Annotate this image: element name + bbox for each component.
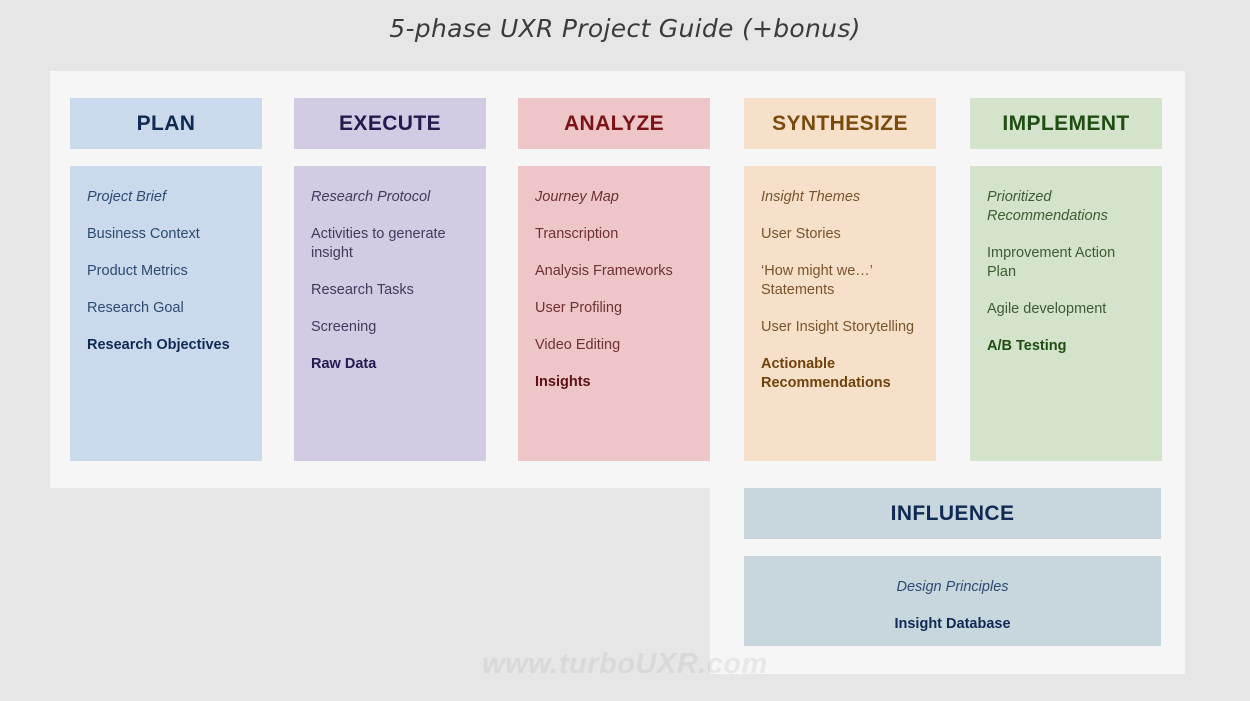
phase-item[interactable]: Raw Data (311, 356, 377, 372)
phase-item[interactable]: Research Goal (87, 300, 184, 316)
phase-body-influence: Design Principles Insight Database (744, 556, 1161, 646)
phase-item[interactable]: Journey Map (535, 189, 619, 205)
phase-header-analyze[interactable]: ANALYZE (518, 98, 710, 149)
phase-item[interactable]: User Profiling (535, 300, 623, 316)
phase-body-execute: Research Protocol Activities to generate… (294, 166, 486, 461)
phase-body-implement: Prioritized Recommendations Improvement … (970, 166, 1162, 461)
phase-item[interactable]: ‘How might we…’ Statements (761, 263, 873, 298)
phase-item[interactable]: User Stories (761, 226, 841, 242)
phase-body-plan: Project Brief Business Context Product M… (70, 166, 262, 461)
phase-item[interactable]: Improvement Action Plan (987, 245, 1116, 280)
phase-item[interactable]: Activities to generate insight (311, 226, 446, 261)
phase-item[interactable]: User Insight Storytelling (761, 319, 915, 335)
phase-item[interactable]: Insight Database (894, 616, 1011, 632)
phase-header-execute[interactable]: EXECUTE (294, 98, 486, 149)
phase-header-implement[interactable]: IMPLEMENT (970, 98, 1162, 149)
phase-item[interactable]: Analysis Frameworks (535, 263, 673, 279)
phase-column-implement[interactable]: IMPLEMENT Prioritized Recommendations Im… (970, 98, 1162, 461)
phase-item[interactable]: Product Metrics (87, 263, 188, 279)
phase-body-synthesize: Insight Themes User Stories ‘How might w… (744, 166, 936, 461)
phase-item[interactable]: Research Tasks (311, 282, 414, 298)
phase-item[interactable]: Prioritized Recommendations (987, 189, 1108, 224)
phase-header-influence[interactable]: INFLUENCE (744, 488, 1161, 539)
phase-item[interactable]: Insight Themes (761, 189, 861, 205)
phase-column-plan[interactable]: PLAN Project Brief Business Context Prod… (70, 98, 262, 461)
phase-item[interactable]: Design Principles (896, 579, 1009, 595)
phase-item[interactable]: A/B Testing (987, 338, 1067, 354)
phase-column-influence[interactable]: INFLUENCE Design Principles Insight Data… (744, 488, 1161, 646)
phase-item[interactable]: Business Context (87, 226, 200, 242)
phase-item[interactable]: Video Editing (535, 337, 621, 353)
phase-item[interactable]: Project Brief (87, 189, 166, 205)
phase-item[interactable]: Agile development (987, 301, 1107, 317)
phase-item[interactable]: Actionable Recommendations (761, 356, 891, 391)
phase-item[interactable]: Research Objectives (87, 337, 230, 353)
phase-body-analyze: Journey Map Transcription Analysis Frame… (518, 166, 710, 461)
phase-column-analyze[interactable]: ANALYZE Journey Map Transcription Analys… (518, 98, 710, 461)
phase-item[interactable]: Screening (311, 319, 377, 335)
phase-header-plan[interactable]: PLAN (70, 98, 262, 149)
phase-column-synthesize[interactable]: SYNTHESIZE Insight Themes User Stories ‘… (744, 98, 936, 461)
phase-item[interactable]: Transcription (535, 226, 619, 242)
phase-item[interactable]: Research Protocol (311, 189, 431, 205)
phase-column-execute[interactable]: EXECUTE Research Protocol Activities to … (294, 98, 486, 461)
phase-item[interactable]: Insights (535, 374, 591, 390)
phase-header-synthesize[interactable]: SYNTHESIZE (744, 98, 936, 149)
page-title: 5-phase UXR Project Guide (+bonus) (389, 14, 861, 43)
